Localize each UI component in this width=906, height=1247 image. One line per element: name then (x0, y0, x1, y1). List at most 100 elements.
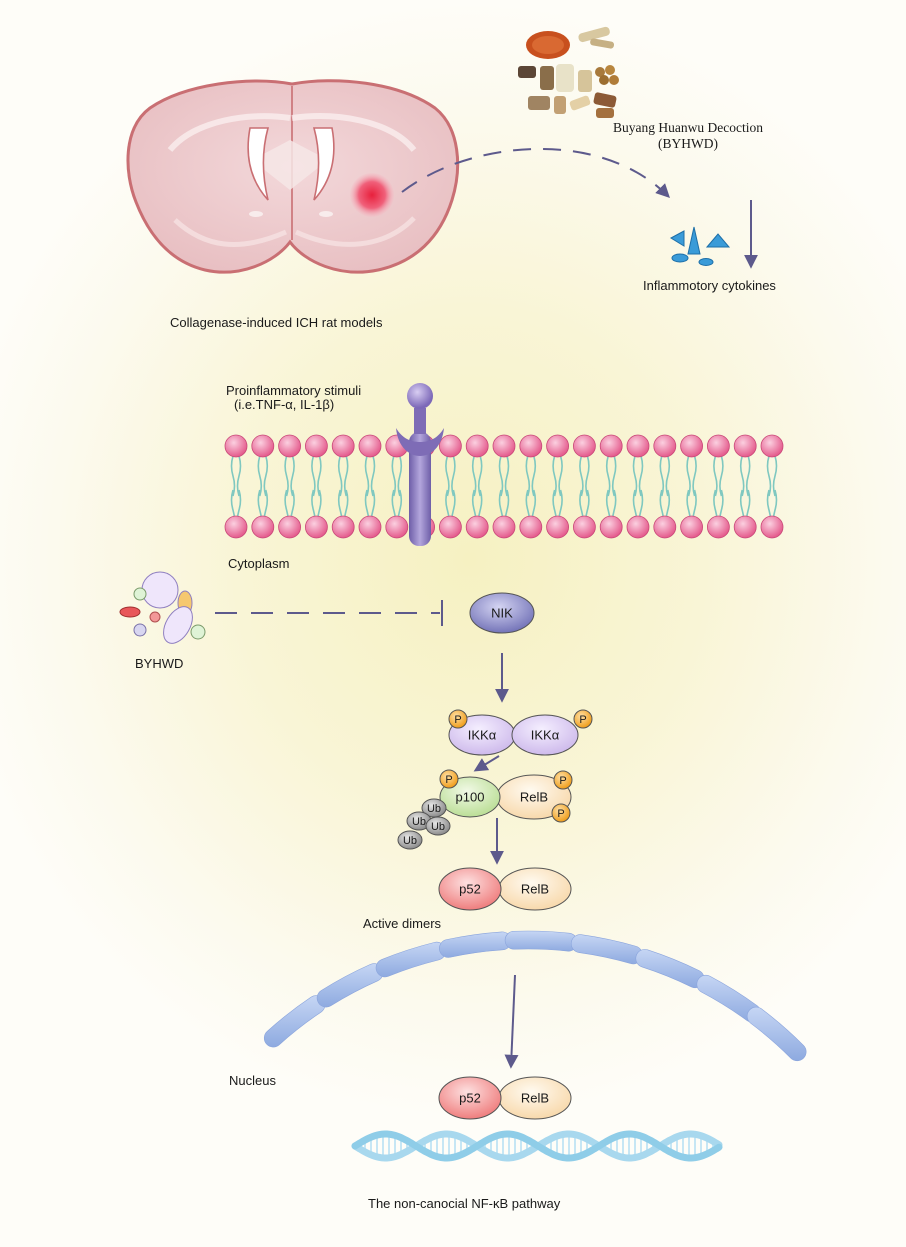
lipid-tail (451, 455, 456, 497)
lipid-tail (766, 455, 772, 497)
p100-label: p100 (456, 789, 485, 804)
lipid-tail (558, 455, 563, 497)
byhwd-label: BYHWD (135, 656, 184, 671)
ikka-right-label: IKKα (531, 727, 560, 742)
lipid-head (438, 434, 462, 458)
brain-section (126, 79, 460, 274)
phospho-site (573, 709, 593, 729)
lipid-tail (364, 455, 370, 497)
lipid-head (358, 515, 382, 539)
lipid-tail (713, 455, 718, 497)
phospho-site (439, 769, 459, 789)
hemorrhage-spot (350, 173, 394, 217)
lipid-tail (477, 455, 483, 497)
p52-node (438, 1076, 502, 1120)
nucleus-label: Nucleus (229, 1073, 276, 1088)
lipid-head (278, 515, 302, 539)
lipid-tail (311, 455, 316, 497)
lipid-tail (397, 455, 403, 497)
lipid-tail (370, 455, 376, 497)
envelope-segment (439, 931, 512, 958)
lipid-head (626, 434, 650, 458)
lipid-tail (772, 455, 778, 497)
lipid-tail (632, 455, 638, 497)
cytokine-icons (669, 226, 731, 266)
dna-strand (351, 1130, 723, 1162)
lipid-head (519, 434, 543, 458)
cell-membrane (224, 434, 784, 539)
ubiquitin-label: Ub (412, 816, 426, 828)
p52-label: p52 (459, 1090, 481, 1105)
lipid-head (573, 434, 596, 458)
phospho-site (553, 770, 573, 790)
p100-node (439, 776, 501, 818)
herb-abbr-text: (BYHWD) (658, 136, 718, 151)
lipid-head (680, 434, 703, 458)
active-dimers-label: Active dimers (363, 916, 442, 931)
lipid-head (546, 515, 569, 539)
nik-node (469, 592, 535, 634)
lipid-tail (659, 455, 665, 497)
nuclear-envelope (263, 930, 807, 1061)
lipid-head (653, 434, 677, 458)
receptor (396, 383, 444, 546)
lipid-tail (692, 455, 697, 497)
lipid-head (573, 515, 596, 539)
lipid-head (680, 515, 703, 539)
lipid-head (278, 434, 302, 458)
lipid-head (331, 515, 355, 539)
lipid-tail (525, 455, 531, 497)
lipid-tail (686, 455, 691, 497)
lipid-tail (284, 455, 289, 497)
ubiquitin-chain: Ub Ub Ub Ub (397, 798, 451, 850)
ikka-left-label: IKKα (468, 727, 497, 742)
lipid-tail (605, 455, 611, 497)
lipid-head (492, 434, 516, 458)
lipid-tail (719, 455, 724, 497)
relb-label: RelB (520, 789, 548, 804)
lipid-head (465, 515, 489, 539)
lipid-head (599, 515, 623, 539)
lipid-tail (391, 455, 397, 497)
envelope-segment (571, 934, 643, 965)
lipid-head (599, 434, 623, 458)
nik-label: NIK (491, 605, 513, 620)
lipid-head (760, 515, 784, 539)
envelope-segment (504, 930, 578, 952)
ubiquitin-label: Ub (403, 835, 417, 847)
herb-name-text: Buyang Huanwu Decoction (613, 120, 763, 135)
lipid-head (385, 515, 409, 539)
lipid-tail (230, 455, 236, 497)
byhwd-compounds-icon (119, 571, 206, 644)
lipid-tail (638, 455, 644, 497)
ikka-right-node (511, 714, 579, 756)
lipid-tail (317, 455, 322, 497)
lipid-tail (257, 455, 263, 497)
envelope-segment (263, 995, 326, 1048)
lipid-head (519, 515, 543, 539)
envelope-segment (696, 974, 762, 1023)
ikk-to-p100-arrow (473, 755, 500, 772)
lipid-tail (263, 455, 269, 497)
phospho-label: P (557, 808, 564, 820)
phospho-site (551, 803, 571, 823)
lipid-head (465, 434, 489, 458)
ubiquitin-label: Ub (427, 803, 441, 815)
lipid-head (733, 515, 757, 539)
lipid-tail (611, 455, 617, 497)
lipid-tail (552, 455, 557, 497)
lipid-tail (665, 455, 671, 497)
lipid-head (251, 434, 275, 458)
herb-name-label: Buyang Huanwu Decoction (BYHWD) (590, 120, 786, 152)
lipid-head (331, 434, 355, 458)
pathway-title: The non-canocial NF-κB pathway (368, 1196, 561, 1211)
lipid-tail (236, 455, 242, 497)
ubiquitin-label: Ub (431, 821, 445, 833)
cytokine-release-arrow (401, 148, 670, 198)
lipid-tail (579, 455, 584, 497)
lipid-head (707, 434, 730, 458)
lipid-head (546, 434, 569, 458)
lipid-head (760, 434, 784, 458)
